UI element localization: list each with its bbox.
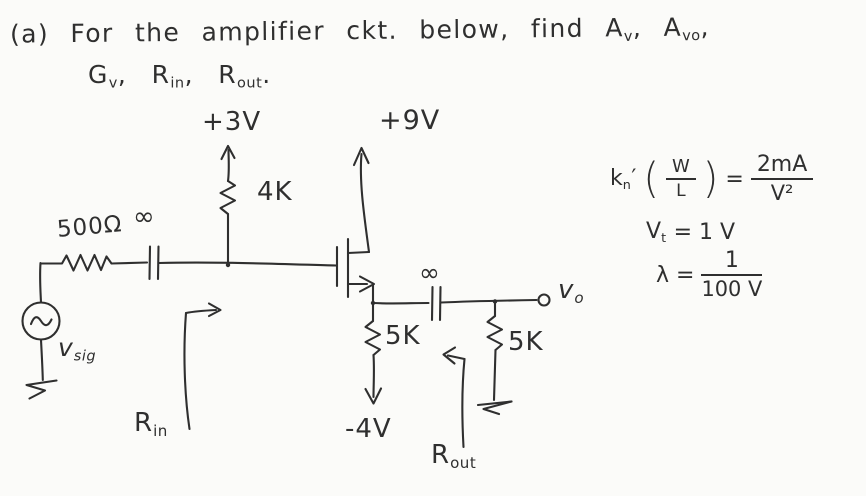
vsig-symbol: v [58, 333, 74, 362]
wire-source-top [39, 261, 43, 304]
wire-source-bottom [39, 338, 44, 382]
label-rout: Rout [431, 442, 476, 471]
load-resistor-5k [476, 299, 513, 416]
rin-subscript: in [153, 421, 168, 440]
kn-value-numerator: 2mA [750, 152, 814, 181]
subscript-out: out [237, 75, 263, 92]
arrow-left-icon [442, 346, 457, 365]
wl-denominator: L [676, 181, 686, 202]
source-resistor-5k [364, 301, 383, 405]
arrow-up-icon [352, 146, 370, 167]
equals-sign: = [725, 166, 744, 192]
label-supply-plus9v: +9V [379, 105, 441, 136]
mosfet [335, 146, 376, 305]
rin-indicator [183, 302, 222, 431]
label-vsig: vsig [58, 335, 96, 364]
wire-to-plus3v [226, 148, 230, 183]
mosfet-source-arrowhead [358, 275, 376, 293]
gate-resistor-4k [219, 144, 237, 268]
wire-cap-to-gate [157, 261, 338, 267]
close-paren: ) [702, 154, 719, 204]
vt-symbol: Vt [646, 219, 667, 247]
label-resistor-4k: 4K [257, 177, 293, 207]
output-terminal [537, 293, 551, 307]
open-paren: ( [643, 154, 659, 204]
rout-subscript: out [450, 453, 477, 472]
lambda-numerator: 1 [701, 248, 763, 277]
subscript-v: v [108, 75, 118, 92]
wl-numerator: W [665, 157, 696, 181]
title-text: , R [117, 60, 171, 89]
label-vo: vo [558, 277, 584, 306]
wire-to-plus9v [359, 152, 371, 254]
resistor-zigzag [486, 314, 504, 352]
resistor-zigzag [219, 179, 237, 216]
label-resistor-5k-load: 5K [508, 327, 544, 357]
label-supply-plus3v: +3V [202, 107, 262, 137]
vo-symbol: v [558, 275, 575, 305]
label-supply-minus4v: -4V [345, 414, 392, 444]
capacitor-plate [148, 245, 152, 281]
label-rin: Rin [134, 410, 168, 439]
rin-pointer-line [184, 308, 218, 315]
vsig-subscript: sig [73, 348, 97, 365]
vo-subscript: o [574, 288, 585, 307]
rin-pointer-line [183, 311, 191, 431]
arrow-right-icon [207, 302, 222, 318]
rout-pointer-line [446, 354, 466, 361]
rout-indicator [442, 346, 466, 449]
rout-pointer-line [461, 357, 466, 449]
formula-vt: Vt = 1 V [646, 219, 735, 246]
label-resistor-5k-source: 5K [385, 321, 421, 351]
source-node [370, 300, 430, 306]
ground-icon [482, 400, 513, 416]
lambda-denominator: 100 V [701, 277, 763, 302]
ground-icon [25, 379, 58, 400]
capacitor-plate [430, 285, 434, 322]
signal-source [21, 261, 61, 400]
wire-to-ground [492, 348, 497, 402]
arrow-down-icon [364, 387, 383, 405]
equals-sign: = [676, 262, 695, 288]
label-resistor-500: 500Ω [55, 211, 124, 243]
label-infinite-cap-in: ∞ [133, 202, 156, 232]
input-coupling-capacitor [148, 245, 338, 281]
signal-resistor-500 [39, 253, 149, 272]
title-text: , R [184, 60, 238, 89]
kn-symbol: kn′ [610, 165, 637, 193]
arrow-up-icon [220, 144, 236, 161]
vt-value: = 1 V [673, 220, 736, 246]
lambda-symbol: λ [656, 262, 670, 288]
mosfet-drain-stub [346, 250, 371, 255]
rin-symbol: R [134, 408, 154, 438]
resistor-zigzag [364, 319, 382, 357]
kn-value-denominator: V² [770, 181, 794, 206]
resistor-zigzag [39, 253, 149, 272]
subscript-in: in [170, 75, 185, 92]
capacitor-plate [438, 285, 442, 322]
terminal-circle-icon [537, 293, 551, 307]
rout-symbol: R [431, 440, 451, 470]
output-coupling-capacitor [430, 285, 538, 322]
sine-wave-icon [29, 316, 53, 327]
label-infinite-cap-out: ∞ [419, 258, 441, 287]
problem-statement-line2: Gv, Rin, Rout. [88, 60, 272, 92]
wire-cap-to-output [439, 298, 538, 304]
title-text: . [262, 60, 272, 89]
title-text: G [88, 60, 109, 89]
